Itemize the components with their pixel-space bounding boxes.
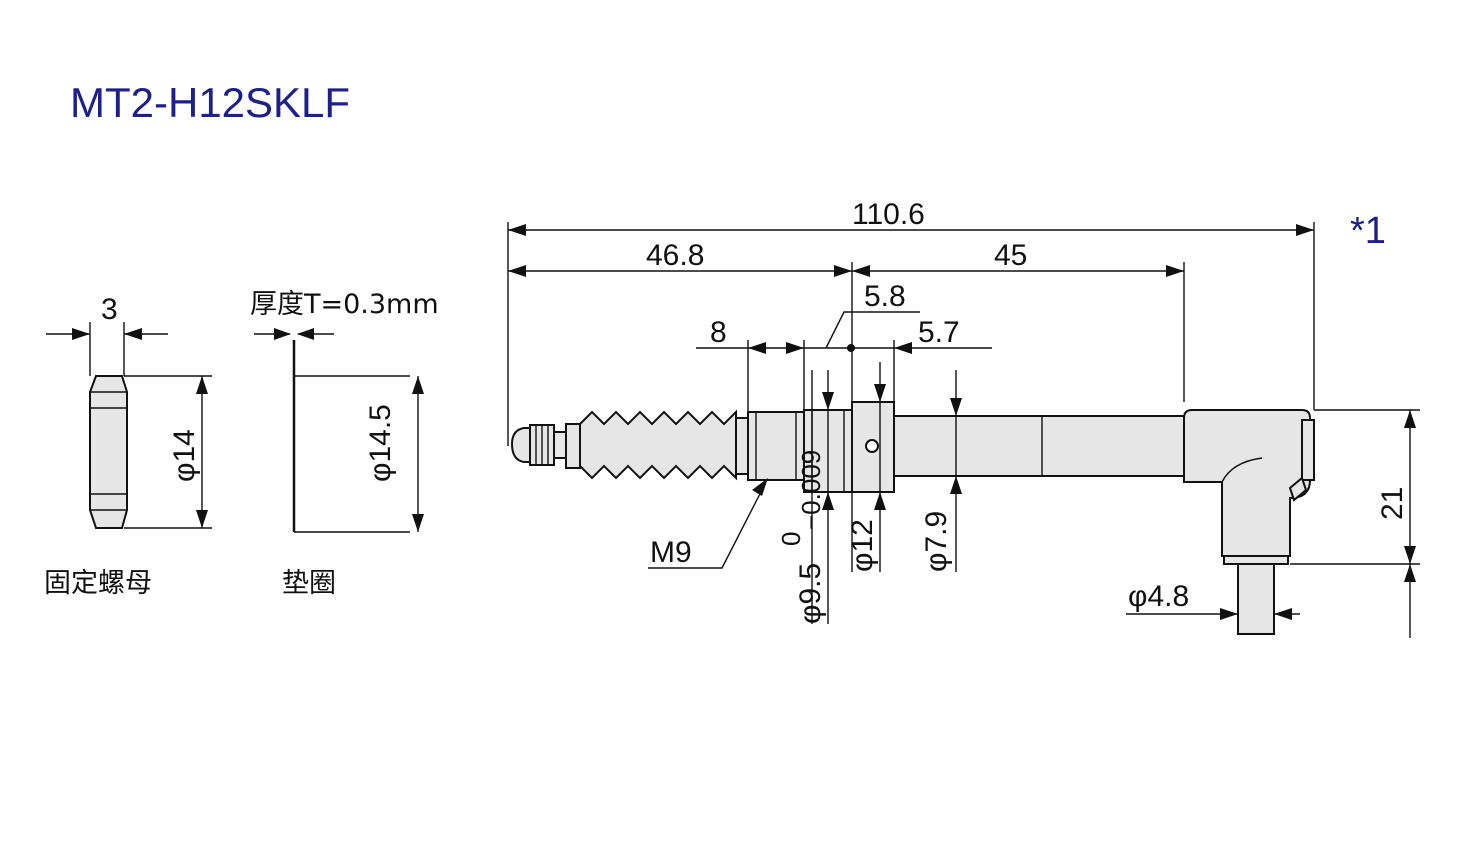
tube-diameter-dimension: φ7.9 (920, 370, 962, 572)
washer (292, 340, 410, 533)
nut-width-label: 3 (101, 293, 118, 326)
nut-diameter-label: φ14 (168, 429, 201, 482)
length-b-label: 45 (994, 239, 1027, 272)
collar-diameter-dimension: φ12 (846, 362, 886, 572)
stem-diameter-dimension: φ9.5 0 −0.009 (776, 370, 834, 624)
height-label: 21 (1376, 487, 1409, 520)
washer-caption: 垫圈 (282, 568, 336, 599)
overall-length-dimension: 110.6 (508, 198, 1314, 236)
dim-5-7-dimension: 5.7 (893, 316, 992, 402)
tube-diameter-label: φ7.9 (920, 511, 953, 572)
dim-5-7-label: 5.7 (918, 316, 960, 349)
collar-diameter-label: φ12 (846, 519, 879, 572)
washer-diameter-dimension: φ14.5 (364, 376, 424, 532)
tolerance-lower-label: −0.009 (796, 450, 826, 530)
cable-diameter-label: φ4.8 (1128, 580, 1189, 613)
nut-diameter-dimension: φ14 (124, 375, 212, 529)
nut-width-dimension: 3 (46, 293, 168, 376)
overall-length-label: 110.6 (852, 198, 925, 231)
tolerance-upper-label: 0 (776, 532, 806, 546)
stem-diameter-label: φ9.5 (794, 563, 827, 624)
height-dimension: 21 (1290, 409, 1420, 638)
probe-extension-lines (507, 222, 1315, 446)
washer-thickness-label: 厚度T=0.3mm (250, 289, 439, 320)
length-a-label: 46.8 (646, 239, 704, 272)
dim-5-8-leader: 5.8 (825, 280, 920, 352)
note-marker: *1 (1350, 210, 1386, 252)
length-b-dimension: 45 (852, 239, 1184, 277)
nut-caption: 固定螺母 (44, 568, 152, 599)
thread-label: M9 (650, 536, 692, 569)
fixing-nut (89, 375, 128, 529)
cable-diameter-dimension: φ4.8 (1126, 580, 1300, 620)
probe-body (510, 401, 1315, 635)
dim-8-dimension: 8 (696, 316, 894, 354)
thread-leader: M9 (648, 478, 768, 569)
model-title: MT2-H12SKLF (70, 79, 350, 126)
dim-8-label: 8 (710, 316, 727, 349)
washer-thickness-dimension: 厚度T=0.3mm (250, 289, 439, 340)
washer-diameter-label: φ14.5 (364, 404, 397, 482)
dim-5-8-label: 5.8 (864, 280, 906, 313)
length-a-dimension: 46.8 (508, 239, 852, 277)
